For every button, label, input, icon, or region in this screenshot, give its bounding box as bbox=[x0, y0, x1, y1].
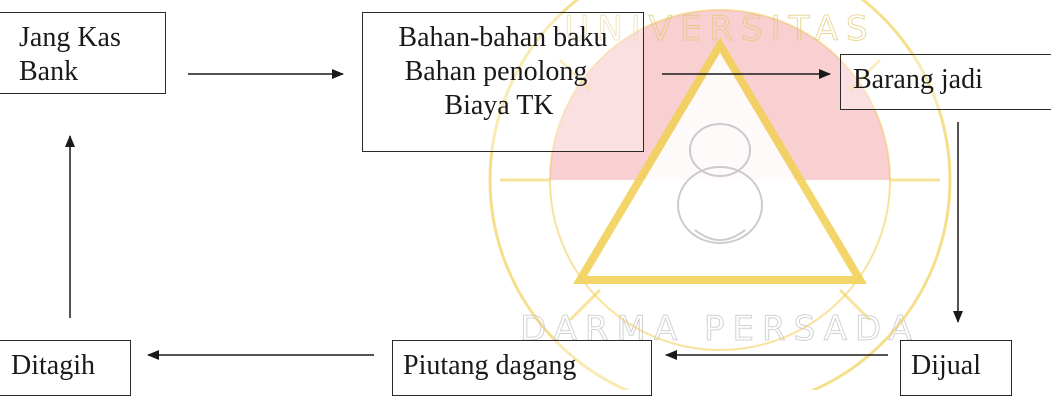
node-uang-kas-line-1: Jang Kas bbox=[19, 22, 121, 53]
node-ditagih: Ditagih bbox=[0, 340, 131, 396]
node-barang-jadi: Barang jadi bbox=[840, 54, 1051, 110]
node-uang-kas: Jang Kas Bank bbox=[0, 12, 166, 94]
node-bahan-line-3: Biaya TK bbox=[444, 90, 554, 121]
node-bahan: Bahan-bahan baku Bahan penolong Biaya TK bbox=[362, 12, 644, 152]
node-uang-kas-line-2: Bank bbox=[19, 56, 79, 87]
watermark-bottom-text: DARMA PERSADA bbox=[520, 309, 920, 349]
node-piutang-dagang: Piutang dagang bbox=[392, 340, 652, 396]
node-dijual: Dijual bbox=[900, 340, 1012, 396]
node-bahan-line-2: Bahan penolong bbox=[404, 56, 588, 87]
node-piutang-label: Piutang dagang bbox=[403, 350, 577, 381]
node-dijual-label: Dijual bbox=[911, 350, 981, 381]
node-ditagih-label: Ditagih bbox=[11, 350, 95, 381]
university-seal-watermark: UNIVERSITAS DARMA PERSADA bbox=[488, 0, 952, 390]
node-barang-jadi-label: Barang jadi bbox=[853, 64, 983, 95]
node-bahan-line-1: Bahan-bahan baku bbox=[398, 22, 608, 53]
watermark-top-text: UNIVERSITAS bbox=[564, 9, 875, 49]
